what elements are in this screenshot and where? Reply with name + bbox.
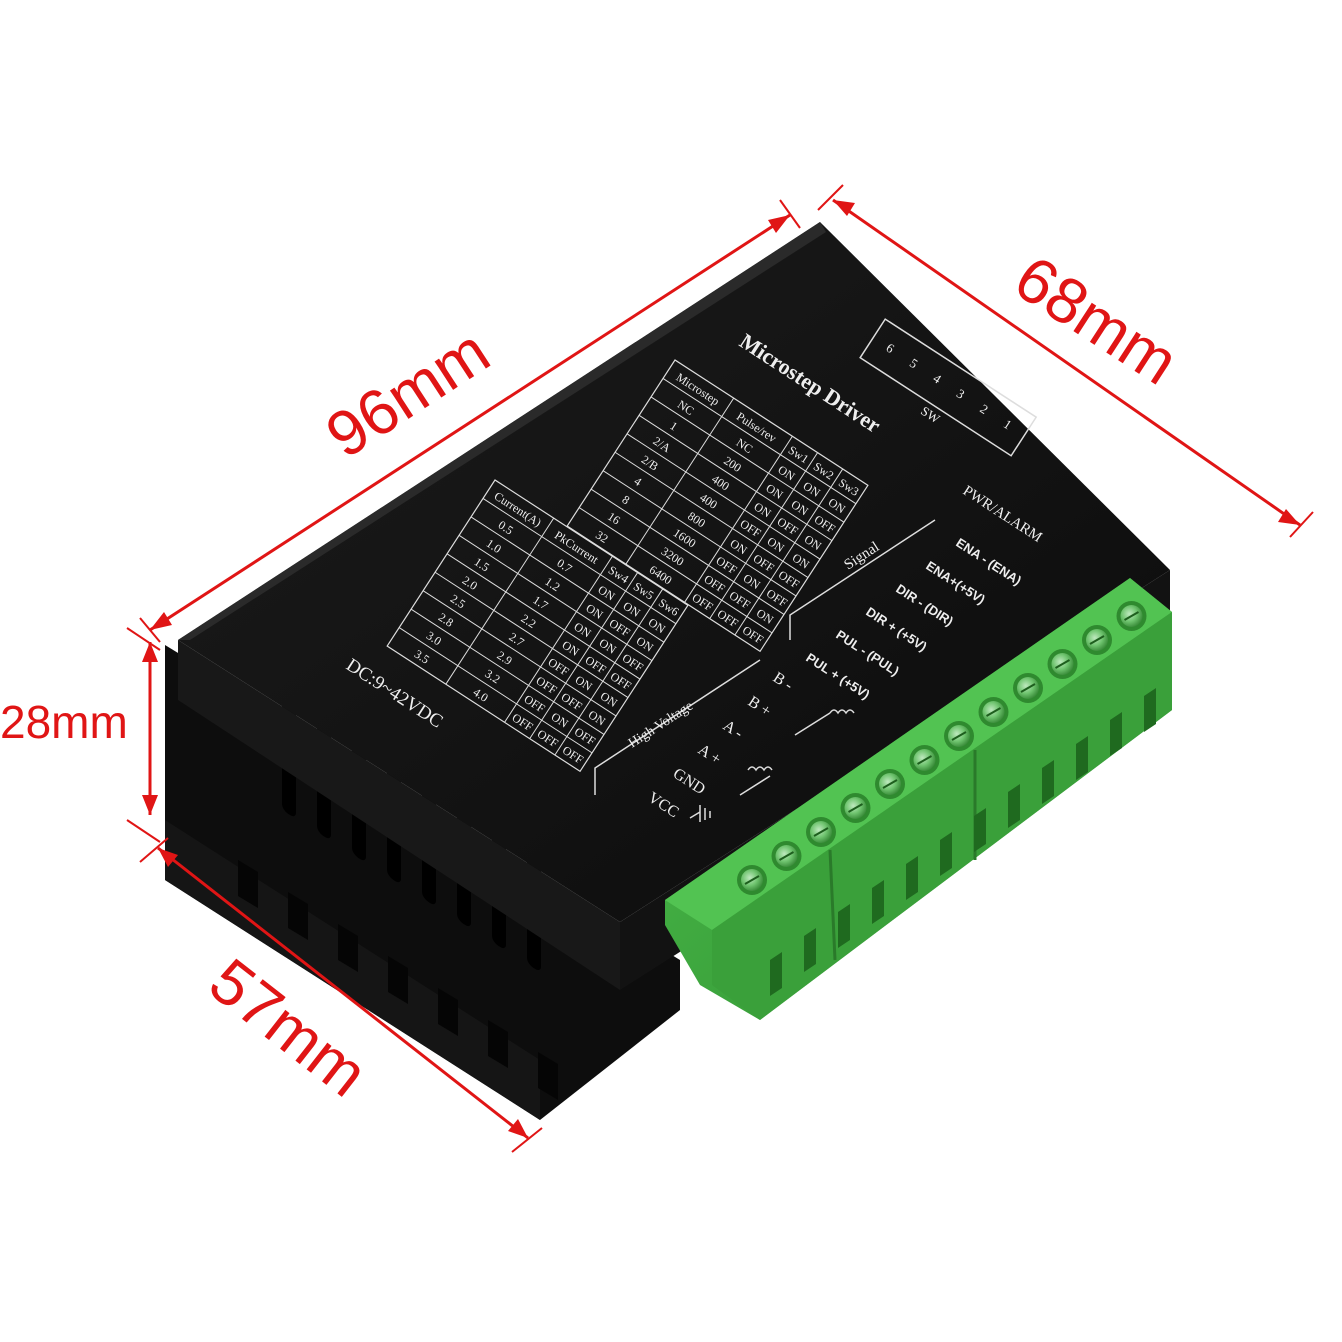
table-cell: 0.7 (554, 556, 574, 576)
terminal-wire-hole[interactable] (906, 856, 918, 900)
table-cell: 3.2 (483, 666, 503, 686)
table-cell: 1.7 (530, 593, 550, 613)
heatsink-base-plate (165, 820, 540, 1120)
terminal-wire-hole[interactable] (838, 904, 850, 948)
high-voltage-bracket (594, 659, 761, 795)
table-cell: 1.5 (472, 555, 492, 575)
terminal-block-split-1 (828, 849, 837, 961)
dimension-height: 28mm (0, 627, 161, 843)
signal-bracket (789, 519, 936, 640)
table-cell: 2.9 (495, 648, 515, 668)
table-cell: 2.7 (507, 630, 527, 650)
table-cell: 2.5 (448, 591, 468, 611)
terminal-wire-hole[interactable] (1042, 760, 1054, 804)
height-label: 28mm (0, 696, 128, 748)
terminal-wire-hole[interactable] (1008, 784, 1020, 828)
heatsink-fin (288, 892, 308, 940)
table-cell: 1.2 (542, 574, 562, 594)
terminal-wire-hole[interactable] (1144, 688, 1156, 732)
table-cell: 1.0 (484, 536, 504, 556)
terminal-wire-hole[interactable] (872, 880, 884, 924)
heatsink-fin (438, 988, 458, 1036)
body-front-face (178, 640, 620, 990)
heatsink-fin (238, 860, 258, 908)
table-cell: 2.0 (460, 573, 480, 593)
width-label: 68mm (1002, 241, 1190, 398)
table-cell: 3.5 (412, 647, 432, 667)
terminal-wire-hole[interactable] (974, 808, 986, 852)
terminal-wire-hole[interactable] (1076, 736, 1088, 780)
table-cell: 3.0 (424, 628, 444, 648)
terminal-block-front (712, 612, 1172, 1020)
table-cell: 2.2 (518, 611, 538, 631)
terminal-wire-hole[interactable] (940, 832, 952, 876)
terminal-wire-hole[interactable] (1110, 712, 1122, 756)
terminal-wire-hole[interactable] (770, 952, 782, 996)
coil-a-symbol (739, 766, 773, 796)
heatsink-fin (388, 956, 408, 1004)
table-cell: 2.8 (436, 610, 456, 630)
terminal-wire-hole[interactable] (804, 928, 816, 972)
heatsink-fin (488, 1020, 508, 1068)
heatsink-fin (338, 924, 358, 972)
table-cell: 4.0 (471, 685, 491, 705)
coil-b-symbol (794, 709, 855, 736)
terminal-blocks (665, 578, 1172, 1020)
ground-symbol (689, 805, 711, 822)
table-cell: 0.5 (496, 518, 516, 538)
heatsink-fin (538, 1052, 558, 1100)
top-face-bevel (178, 222, 826, 640)
